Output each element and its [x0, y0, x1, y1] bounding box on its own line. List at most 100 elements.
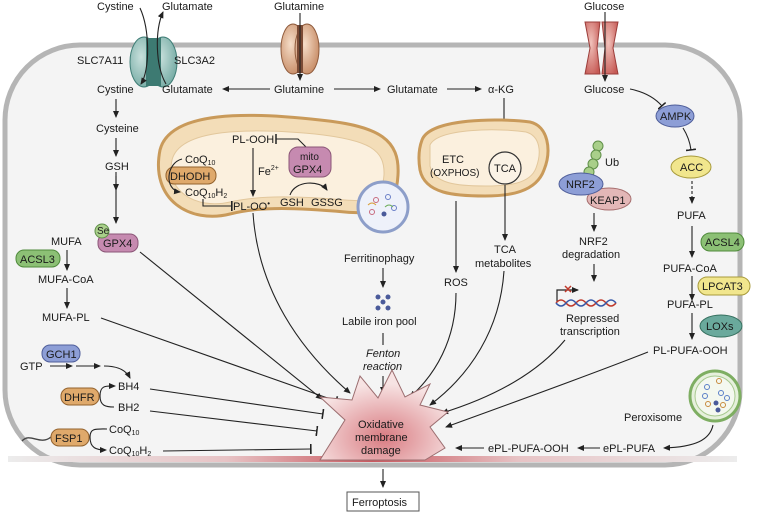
ferritinophagy-lysosome — [356, 180, 410, 234]
slc7a11-slc3a2-transporter — [129, 7, 178, 88]
ampk-label: AMPK — [660, 111, 692, 123]
nrf2-degradation-label-line1: NRF2 — [579, 236, 608, 248]
tca-label: TCA — [494, 163, 517, 175]
loxs-enzyme — [699, 314, 743, 338]
mitochondrion-left — [157, 113, 400, 218]
gpx4-label: GPX4 — [103, 238, 132, 250]
tca-metabolites-label-line1: TCA — [494, 244, 517, 256]
iron-particles-icon — [375, 294, 391, 311]
converging-arrows — [100, 212, 649, 455]
selenium-label: Se — [97, 226, 110, 237]
gpx4-enzyme — [94, 223, 139, 253]
fsp1-coq10h2-label: CoQ10H2 — [109, 445, 151, 458]
pufa-pl-label: PUFA-PL — [667, 299, 713, 311]
glutamine-outside-label: Glutamine — [274, 1, 324, 13]
acsl3-label: ACSL3 — [20, 254, 55, 266]
mito-gpx4-enzyme — [288, 146, 332, 178]
pl-ooh-label: PL-OOH — [232, 134, 274, 146]
cystine-inside-label: Cystine — [97, 84, 134, 96]
keap1-protein — [586, 187, 632, 211]
slc3a2-label: SLC3A2 — [174, 55, 215, 67]
mito-gsh-label: GSH — [280, 197, 304, 209]
bh4-label: BH4 — [118, 381, 139, 393]
mito-gpx4-label-line1: mito — [300, 152, 319, 163]
dhodh-enzyme — [165, 166, 217, 185]
lpcat3-label: LPCAT3 — [702, 281, 743, 293]
gssg-label: GSSG — [311, 197, 343, 209]
pufa-label: PUFA — [677, 210, 706, 222]
lpcat3-enzyme — [697, 276, 751, 296]
dna-repressed-promoter-icon — [555, 285, 617, 307]
bh2-label: BH2 — [118, 402, 139, 414]
fe2-label: Fe2+ — [258, 165, 279, 178]
dhfr-enzyme — [60, 387, 100, 406]
gsh-label: GSH — [105, 161, 129, 173]
pl-pufa-ooh-label: PL-PUFA-OOH — [653, 345, 728, 357]
mitochondrion-right — [417, 118, 550, 198]
etc-label-line1: ETC — [442, 154, 464, 166]
acc-label: ACC — [680, 162, 703, 174]
glucose-transporter — [584, 12, 619, 82]
mufa-pl-label: MUFA-PL — [42, 312, 90, 324]
alpha-kg-label: α-KG — [488, 84, 514, 96]
nrf2-protein — [558, 172, 604, 196]
mufa-coa-label: MUFA-CoA — [38, 274, 94, 286]
oxidative-damage-burst — [318, 368, 450, 461]
acc-enzyme — [670, 155, 712, 179]
ampk-enzyme — [655, 104, 695, 128]
fsp1-coq10-label: CoQ10 — [109, 424, 140, 437]
pufa-coa-label: PUFA-CoA — [663, 263, 717, 275]
loxs-label: LOXs — [706, 321, 734, 333]
fenton-label-line2: reaction — [363, 361, 402, 373]
acsl4-label: ACSL4 — [705, 237, 740, 249]
cysteine-label: Cysteine — [96, 123, 139, 135]
ferritinophagy-label: Ferritinophagy — [344, 253, 415, 265]
damage-label-line3: damage — [361, 445, 401, 457]
etc-label-line2: (OXPHOS) — [430, 168, 479, 179]
slc7a11-label: SLC7A11 — [77, 55, 123, 67]
peroxisome-label: Peroxisome — [624, 412, 682, 424]
acsl3-enzyme — [15, 249, 61, 268]
glucose-inside-label: Glucose — [584, 84, 624, 96]
ferroptosis-box — [346, 491, 420, 512]
ferroptosis-label: Ferroptosis — [352, 497, 408, 509]
dhodh-label: DHODH — [170, 171, 210, 183]
gch1-enzyme — [41, 344, 81, 363]
glucose-outside-label: Glucose — [584, 1, 624, 13]
dhfr-label: DHFR — [64, 392, 95, 404]
fsp1-membrane-anchor — [21, 436, 52, 442]
repressed-transcription-label-line2: transcription — [560, 326, 620, 338]
ros-label: ROS — [444, 277, 468, 289]
epl-pufa-label: ePL-PUFA — [603, 443, 656, 455]
glutamate-outside-label: Glutamate — [162, 1, 213, 13]
peroxisome-organelle — [688, 369, 742, 423]
mito-coq10-label: CoQ10 — [185, 154, 216, 167]
fsp1-enzyme — [50, 428, 90, 447]
glutamate-label: Glutamate — [387, 84, 438, 96]
repressed-transcription-label-line1: Repressed — [566, 313, 619, 325]
cystine-outside-label: Cystine — [97, 1, 134, 13]
mito-coq10h2-label: CoQ10H2 — [185, 187, 227, 200]
glutamine-transporter — [280, 13, 320, 81]
mito-gpx4-inhibition — [276, 138, 307, 148]
labile-iron-pool-label: Labile iron pool — [342, 316, 417, 328]
keap1-label: KEAP1 — [590, 195, 625, 207]
mito-gpx4-label-line2: GPX4 — [293, 164, 322, 176]
glutamate-inside-label: Glutamate — [162, 84, 213, 96]
fsp1-label: FSP1 — [55, 433, 83, 445]
epl-pufa-ooh-label: ePL-PUFA-OOH — [488, 443, 569, 455]
nrf2-degradation-label-line2: degradation — [562, 249, 620, 261]
pl-oo-radical-label: PL-OO• — [233, 199, 270, 213]
damage-label-line1: Oxidative — [358, 419, 404, 431]
tca-metabolites-label-line2: metabolites — [475, 258, 532, 270]
damage-label-line2: membrane — [355, 432, 408, 444]
acsl4-enzyme — [700, 232, 745, 252]
glutamine-inside-label: Glutamine — [274, 84, 324, 96]
gch1-label: GCH1 — [46, 349, 77, 361]
fenton-label-line1: Fenton — [366, 348, 400, 360]
mufa-label: MUFA — [51, 236, 82, 248]
ub-label: Ub — [605, 157, 619, 169]
nrf2-label: NRF2 — [566, 179, 595, 191]
gtp-label: GTP — [20, 361, 43, 373]
